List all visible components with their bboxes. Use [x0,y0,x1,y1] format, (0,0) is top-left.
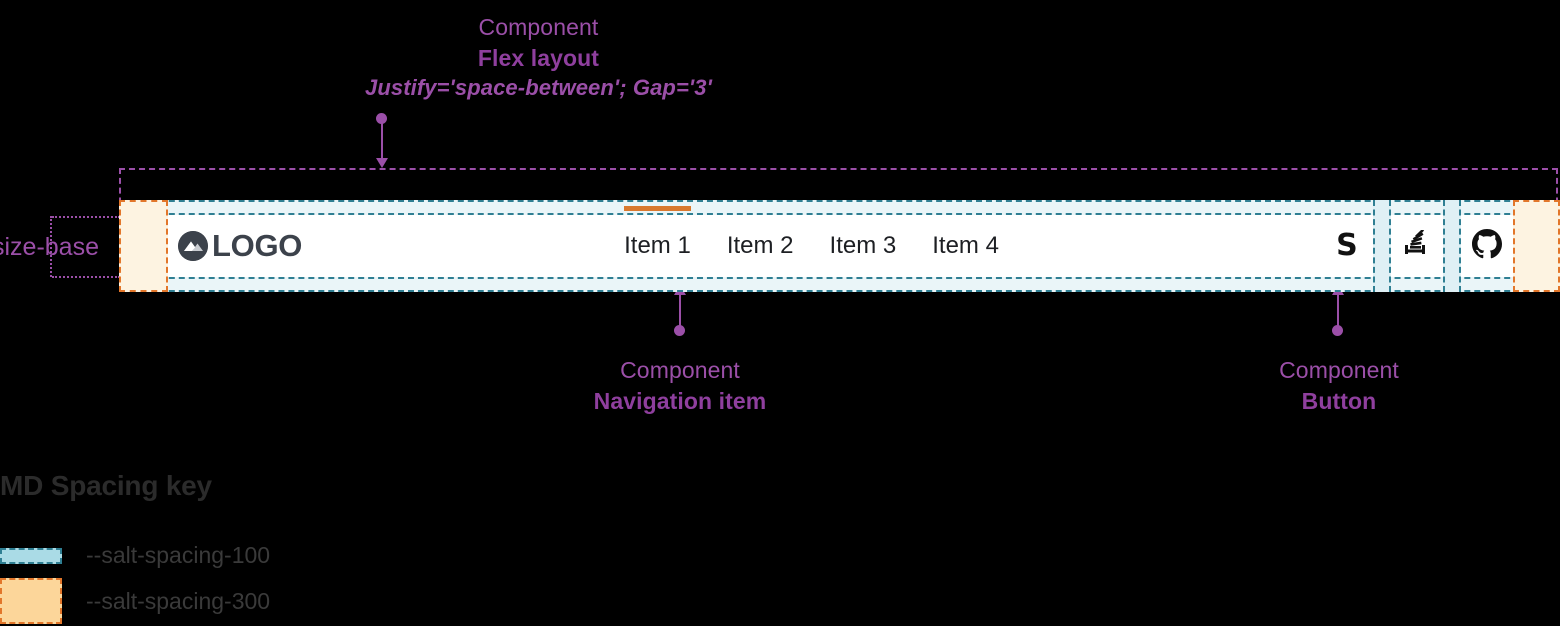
leader-dot-button [1332,325,1343,336]
measure-tick-bottom [52,276,120,278]
spacing-gap-1 [1372,200,1391,292]
measure-label-size-base: size-base [0,233,99,261]
measure-tick-top [52,216,120,218]
legend-title: MD Spacing key [0,470,212,501]
leader-arrow-flex-layout [376,158,388,168]
button-cluster: S [1321,200,1513,292]
nav-item-1[interactable]: Item 1 [606,200,709,292]
stackoverflow-button[interactable] [1391,200,1443,292]
annotation-flex-layout: Component Flex layout Justify='space-bet… [365,12,712,102]
leader-line-button [1337,295,1339,331]
github-button[interactable] [1461,200,1513,292]
spacing-gap-2 [1442,200,1461,292]
salt-s-icon: S [1336,228,1358,263]
annotation-name: Navigation item [593,387,767,414]
annotation-kind: Component [1279,357,1399,383]
nav-item-4[interactable]: Item 4 [932,232,999,259]
navbar: LOGO Item 1 Item 2 Item 3 Item 4 S [119,200,1560,292]
annotation-kind: Component [478,14,599,40]
nav-item-2[interactable]: Item 2 [726,232,794,259]
spacing-padding-right [1513,200,1560,292]
mountain-logo-icon [178,231,208,261]
spacing-padding-left [119,200,168,292]
spacing-100-swatch [0,547,62,564]
salt-s-button[interactable]: S [1321,200,1373,292]
annotation-name: Button [1301,387,1377,414]
nav-item-3[interactable]: Item 3 [829,232,897,259]
stackoverflow-icon [1404,228,1430,263]
legend-label-spacing-300: --salt-spacing-300 [86,587,271,614]
github-icon [1471,228,1502,264]
annotation-button: Component Button [1170,355,1508,416]
leader-line-flex-layout [381,118,383,160]
brand-name: LOGO [212,228,303,263]
brand[interactable]: LOGO [178,228,302,264]
legend-row-spacing-100: --salt-spacing-100 [0,542,270,569]
annotation-navigation-item: Component Navigation item [511,355,849,416]
leader-dot-navigation-item [674,325,685,336]
legend-label-spacing-100: --salt-spacing-100 [86,542,271,568]
annotation-kind: Component [620,357,740,383]
annotation-props: Justify='space-between'; Gap='3' [365,75,712,101]
leader-line-navigation-item [679,295,681,331]
annotation-name: Flex layout [477,44,600,71]
legend-row-spacing-300: --salt-spacing-300 [0,578,270,624]
navbar-content: LOGO Item 1 Item 2 Item 3 Item 4 S [168,200,1513,292]
navigation-items: Item 1 Item 2 Item 3 Item 4 [606,200,1017,292]
measure-bracket [50,216,52,277]
spacing-300-swatch [0,578,62,624]
